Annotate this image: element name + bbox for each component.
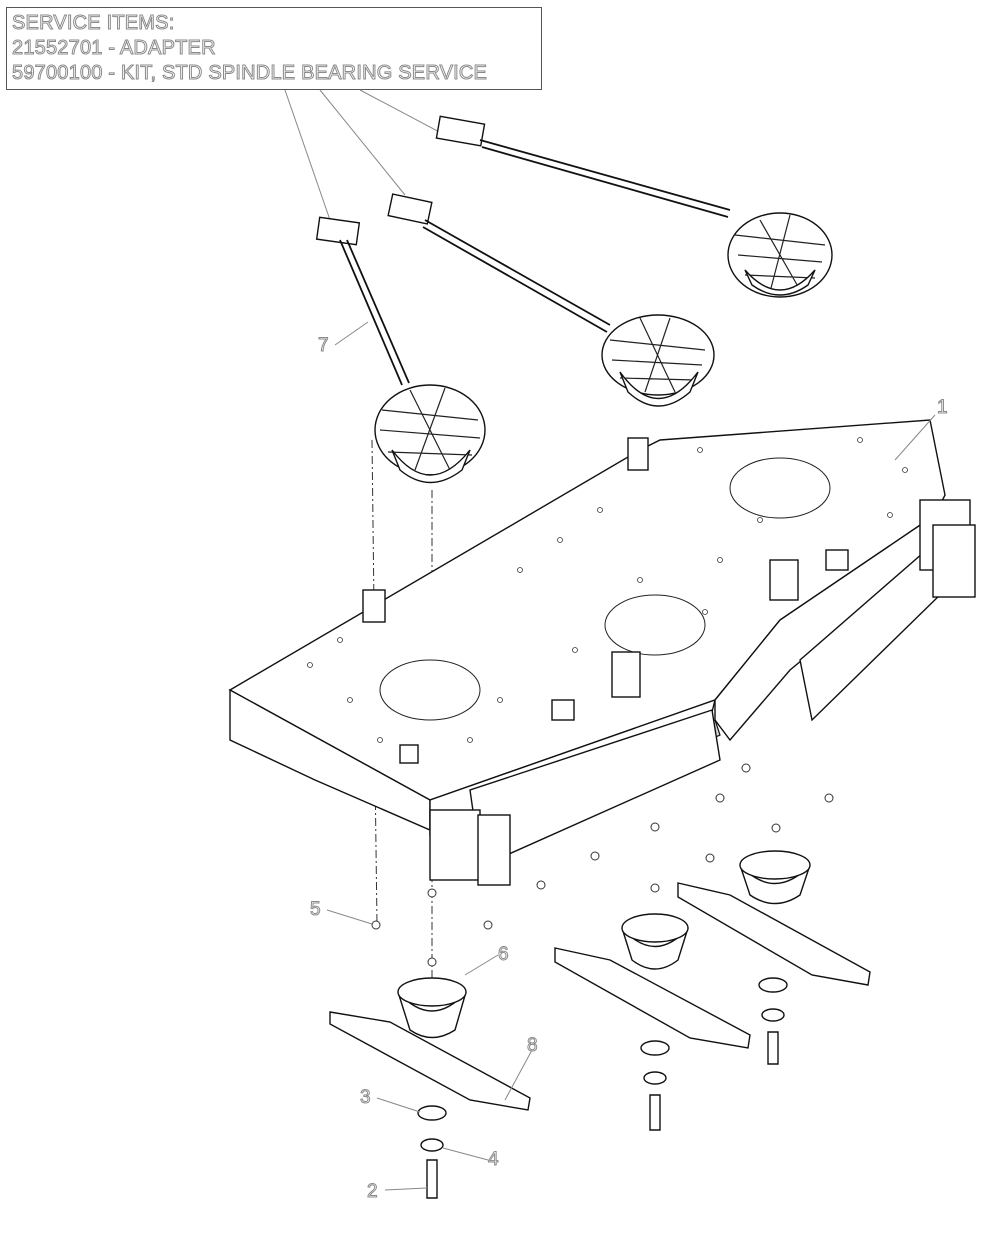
service-item-adapter: 21552701 - ADAPTER — [12, 37, 217, 60]
callout-4: 4 — [488, 1149, 500, 1170]
service-leader-lines — [284, 89, 446, 221]
callout-7: 7 — [318, 335, 330, 356]
service-items-box: SERVICE ITEMS: 21552701 - ADAPTER 597001… — [6, 7, 542, 90]
callout-5: 5 — [310, 899, 322, 920]
service-items-heading: SERVICE ITEMS: — [11, 12, 175, 35]
callout-3: 3 — [360, 1087, 372, 1108]
callout-1: 1 — [937, 397, 949, 418]
service-item-bearing-kit: 59700100 - KIT, STD SPINDLE BEARING SERV… — [11, 62, 488, 85]
blade-washers-bolts — [417, 977, 788, 1199]
hardware-nuts — [371, 763, 834, 967]
mower-deck — [228, 419, 976, 886]
blades — [329, 882, 871, 1111]
blade-hubs — [397, 850, 811, 1039]
spindle-assembly-front — [315, 216, 486, 484]
callout-8: 8 — [527, 1035, 539, 1056]
callout-leaders — [326, 321, 936, 1191]
spindle-assembly-middle — [387, 193, 715, 407]
spindle-assembly-rear — [435, 115, 833, 298]
callout-2: 2 — [367, 1181, 379, 1202]
callout-6: 6 — [498, 944, 510, 965]
